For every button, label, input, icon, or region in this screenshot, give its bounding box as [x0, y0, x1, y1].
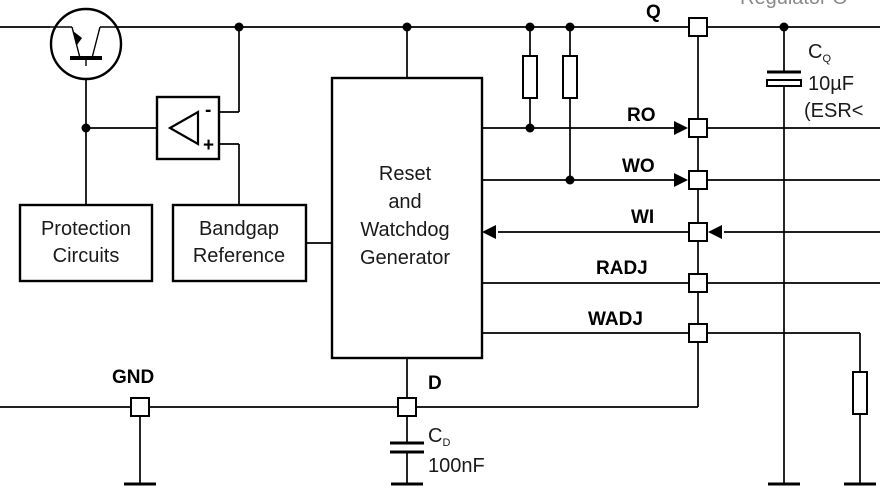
- bandgap-reference-block: Bandgap Reference: [171, 203, 308, 283]
- wadj-resistor-icon: [852, 371, 868, 415]
- pin-labels: Q RO WO WI RADJ WADJ GND D: [112, 2, 661, 394]
- pin-gnd-label: GND: [112, 367, 154, 388]
- cd-value: 100nF: [428, 455, 485, 477]
- pin-d-label: D: [428, 373, 442, 394]
- bandgap-line-2: Reference: [193, 245, 285, 267]
- wi-ext-arrow-icon: [708, 225, 722, 239]
- reset-watchdog-generator-block: Reset and Watchdog Generator: [330, 76, 484, 360]
- pin-wadj-label: WADJ: [588, 309, 643, 330]
- cd-designator: CD: [428, 425, 450, 449]
- opamp-plus-label: +: [203, 135, 214, 156]
- protection-line-2: Circuits: [53, 245, 120, 267]
- opamp-minus-label: -: [205, 100, 211, 121]
- pin-q-label: Q: [646, 2, 661, 23]
- generator-line-4: Generator: [360, 247, 450, 269]
- wires: [0, 26, 880, 484]
- pin-wo-label: WO: [622, 156, 655, 177]
- cq-esr-note: (ESR<: [804, 100, 863, 122]
- wi-arrow-icon: [482, 225, 496, 239]
- generator-line-2: and: [388, 191, 421, 213]
- cq-designator: CQ: [808, 41, 831, 65]
- generator-line-3: Watchdog: [360, 219, 449, 241]
- pin-q: [688, 17, 708, 37]
- pin-radj-label: RADJ: [596, 258, 648, 279]
- protection-line-1: Protection: [41, 218, 131, 240]
- protection-circuits-block: Protection Circuits: [18, 203, 154, 283]
- cq-value: 10µF: [808, 73, 854, 95]
- chip-pins: [130, 17, 708, 417]
- pin-gnd: [130, 397, 150, 417]
- pin-ro-label: RO: [627, 105, 656, 126]
- junction-dots: [81, 22, 789, 185]
- pass-transistor-icon: [49, 7, 123, 81]
- bandgap-line-1: Bandgap: [199, 218, 279, 240]
- pin-radj: [688, 273, 708, 293]
- generator-line-1: Reset: [379, 163, 432, 185]
- pin-wo: [688, 170, 708, 190]
- pin-wadj: [688, 323, 708, 343]
- top-right-caption: Regulator O: [740, 0, 848, 9]
- pin-wi-label: WI: [631, 207, 654, 228]
- pin-wi: [688, 222, 708, 242]
- output-capacitor-icon: [766, 70, 802, 87]
- delay-capacitor-icon: [390, 441, 424, 454]
- resistors: [522, 55, 868, 415]
- component-labels: CQ 10µF (ESR< CD 100nF Regulator O: [428, 0, 863, 477]
- ro-pullup-resistor-icon: [522, 55, 538, 99]
- arrow-heads: [482, 121, 722, 239]
- wo-pullup-resistor-icon: [562, 55, 578, 99]
- pin-ro: [688, 118, 708, 138]
- ro-arrow-icon: [674, 121, 688, 135]
- pin-d: [397, 397, 417, 417]
- wo-arrow-icon: [674, 173, 688, 187]
- error-amplifier: - +: [155, 95, 221, 161]
